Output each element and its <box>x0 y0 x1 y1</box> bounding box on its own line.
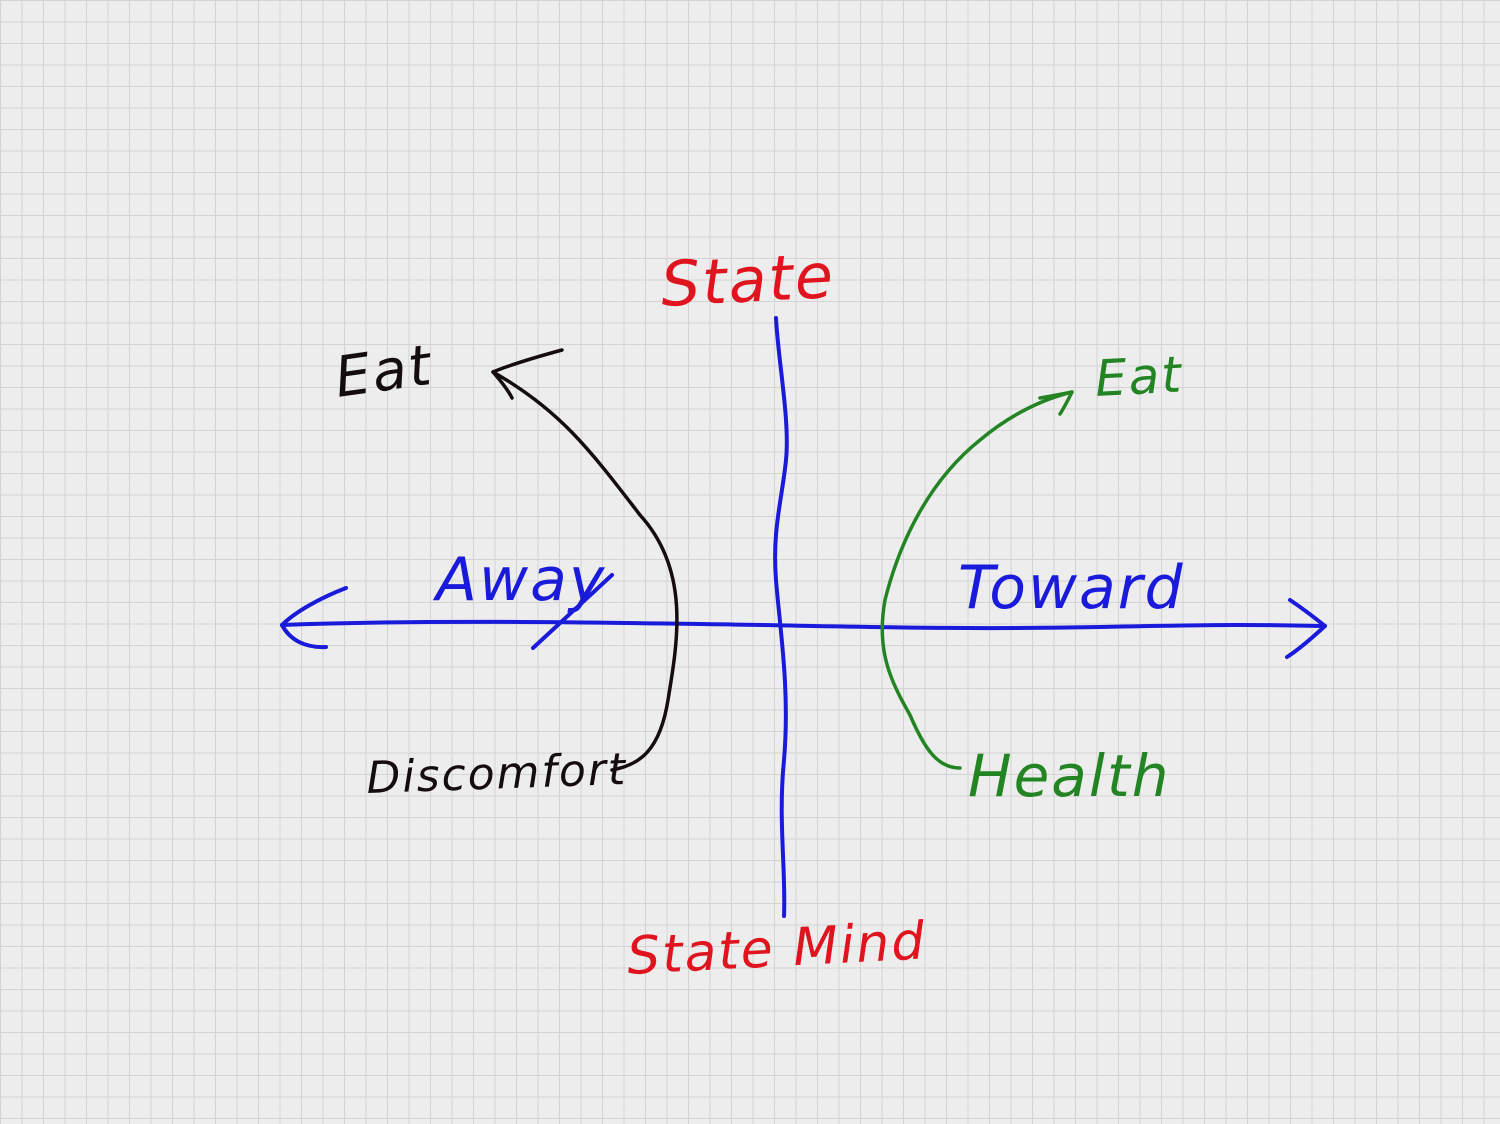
away-goal-label: Eat <box>331 333 437 411</box>
vertical-axis <box>773 316 789 918</box>
away-source-label: Discomfort <box>366 744 628 804</box>
left-arrowhead-icon <box>280 586 348 650</box>
right-arrowhead-icon <box>1285 598 1327 659</box>
vertical-axis-line <box>773 316 789 918</box>
toward-label: Toward <box>958 553 1185 623</box>
bottom-state-mind-label: State Mind <box>626 911 928 987</box>
away-curve <box>491 370 679 772</box>
away-label: Away <box>432 545 606 615</box>
top-state-label: State <box>659 239 837 321</box>
toward-arrowhead-icon <box>1038 390 1074 416</box>
toward-path <box>880 390 1074 770</box>
toward-goal-label: Eat <box>1094 345 1185 408</box>
away-slash-mark <box>531 573 614 650</box>
away-path <box>491 348 679 772</box>
toward-source-label: Health <box>968 742 1170 810</box>
away-arrowhead-icon <box>491 348 564 400</box>
toward-curve <box>880 390 1074 770</box>
horizontal-axis-line <box>280 619 1327 631</box>
horizontal-axis <box>280 573 1327 659</box>
